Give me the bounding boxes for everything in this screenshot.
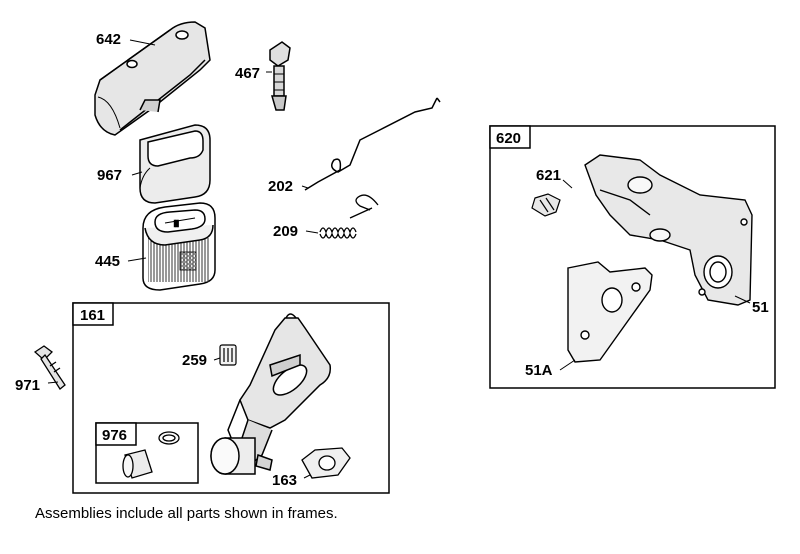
label-163: 163	[272, 472, 297, 489]
clip-259	[219, 344, 237, 366]
governor-bracket	[584, 154, 753, 306]
label-51: 51	[752, 299, 769, 316]
spring-209	[319, 194, 379, 239]
insulator-plate-51a	[567, 261, 653, 363]
frame-label-161: 161	[80, 307, 105, 324]
label-259: 259	[182, 352, 207, 369]
frame-161-border	[72, 302, 390, 494]
clip-621	[531, 193, 561, 217]
nozzle-976	[122, 431, 180, 479]
governor-link-202	[304, 97, 441, 191]
carburetor	[210, 313, 332, 475]
label-467: 467	[235, 65, 260, 82]
pre-filter-967	[139, 124, 211, 204]
bolt-971	[33, 345, 66, 390]
leader-lines	[47, 39, 751, 479]
frame-976-border	[95, 422, 199, 484]
label-202: 202	[268, 178, 293, 195]
air-filter-445: |||	[142, 202, 216, 291]
label-971: 971	[15, 377, 40, 394]
knob-467	[269, 41, 291, 111]
gasket-163	[301, 447, 351, 479]
frame-976-tab	[95, 422, 137, 446]
label-51a: 51A	[525, 362, 553, 379]
frame-161-tab	[72, 302, 114, 326]
frame-620-border	[489, 125, 776, 389]
label-445: 445	[95, 253, 120, 270]
assembly-note: Assemblies include all parts shown in fr…	[35, 505, 338, 522]
frame-label-976: 976	[102, 427, 127, 444]
label-621: 621	[536, 167, 561, 184]
label-967: 967	[97, 167, 122, 184]
air-cleaner-cover-642	[94, 21, 211, 136]
label-642: 642	[96, 31, 121, 48]
label-209: 209	[273, 223, 298, 240]
frame-620-tab	[489, 125, 531, 149]
frame-label-620: 620	[496, 130, 521, 147]
svg-text:|||: |||	[174, 221, 179, 227]
